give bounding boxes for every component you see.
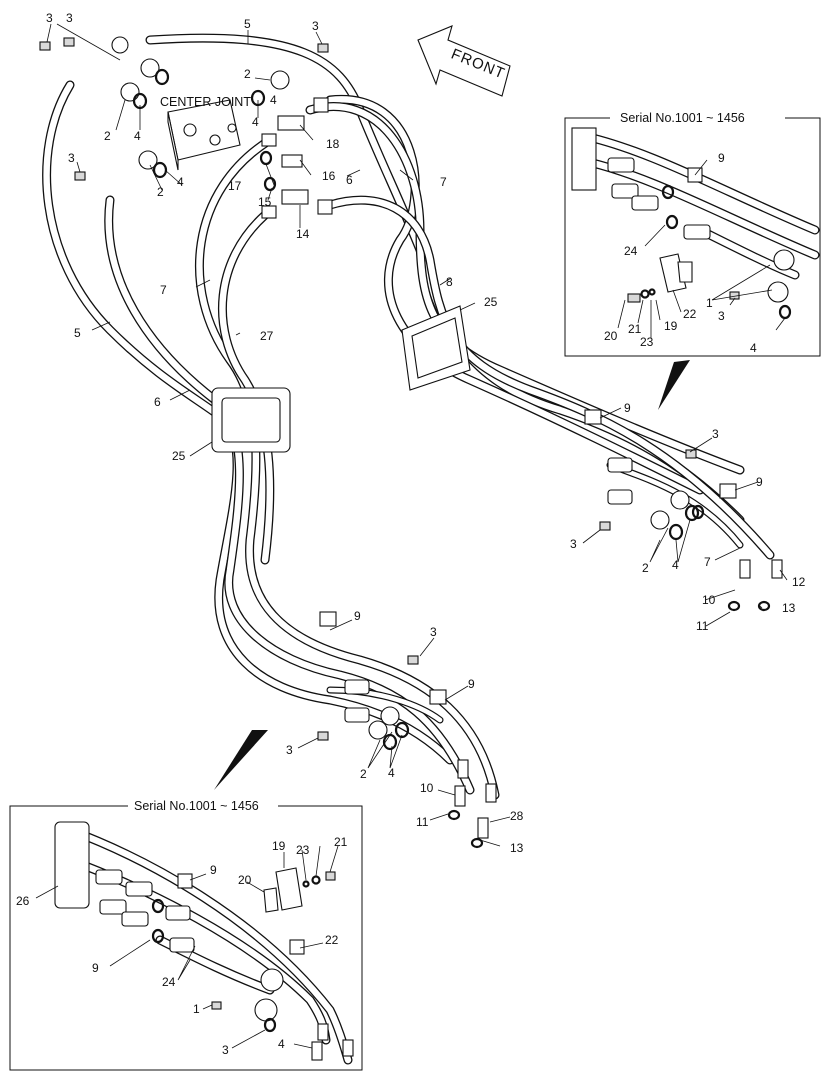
part-label: 2 [244,67,251,81]
part-label: 25 [484,295,498,309]
part-label: 11 [416,815,429,829]
part-label: 21 [628,322,642,336]
part-label: 20 [238,873,252,887]
part-label: 19 [664,319,678,333]
bolts [39,37,697,741]
part-label: 9 [756,475,763,489]
part-label: 3 [222,1043,229,1057]
part-label: 13 [782,601,796,615]
part-label: 4 [252,115,259,129]
part-label: 28 [510,809,524,823]
clamp-25-left [211,387,291,453]
part-label: 10 [420,781,434,795]
inset-top: Serial No.1001 ~ 1456 [564,110,821,357]
part-label: 7 [704,555,711,569]
clamp-25-right [401,305,471,391]
part-label: 4 [672,558,679,572]
part-label: 16 [322,169,336,183]
part-label: 9 [718,151,725,165]
part-label: 4 [388,766,395,780]
part-label: 9 [92,961,99,975]
part-label: 12 [792,575,806,589]
center-joint [167,99,241,171]
part-label: 6 [154,395,161,409]
part-label: 27 [260,329,274,343]
part-label: 3 [66,11,73,25]
part-label: 17 [228,179,242,193]
part-label: 5 [244,17,251,31]
lower-fittings [319,611,497,849]
inset-bottom-title: Serial No.1001 ~ 1456 [134,799,259,813]
part-label: 24 [162,975,176,989]
part-label: 1 [706,296,713,310]
part-label: 10 [702,593,716,607]
part-label: 2 [360,767,367,781]
inset-top-hoses [571,127,820,320]
part-label: 3 [570,537,577,551]
leader-lines [35,23,788,1049]
right-lower-fittings [584,409,783,612]
part-label: 4 [177,175,184,189]
part-label: 3 [430,625,437,639]
part-label: 22 [683,307,697,321]
part-label: 9 [210,863,217,877]
part-label: 3 [312,19,319,33]
part-label: 26 [16,894,30,908]
part-label: 9 [624,401,631,415]
part-label: 21 [334,835,348,849]
part-label: 9 [354,609,361,623]
part-label: 7 [440,175,447,189]
part-label: 22 [325,933,339,947]
part-label: 4 [270,93,277,107]
part-label: 3 [46,11,53,25]
pointer-triangle-lower [214,730,268,790]
inset-top-title: Serial No.1001 ~ 1456 [620,111,745,125]
part-label: 23 [640,335,654,349]
part-label: 4 [134,129,141,143]
part-label: 4 [278,1037,285,1051]
pointer-triangle-upper [658,360,690,410]
part-label: 18 [326,137,340,151]
part-label: 7 [160,283,167,297]
part-label: 13 [510,841,524,855]
part-label: 15 [258,195,272,209]
inset-bottom-hoses [54,821,354,1065]
inset-bottom: Serial No.1001 ~ 1456 [9,798,363,1071]
part-label: 2 [157,185,164,199]
part-label: 25 [172,449,186,463]
part-label: 4 [750,341,757,355]
part-label: 1 [193,1002,200,1016]
part-label: 5 [74,326,81,340]
part-label: 2 [642,561,649,575]
part-label: 23 [296,843,310,857]
upper-fittings [111,36,333,219]
center-joint-label: CENTER JOINT [160,95,251,109]
part-label: 8 [446,275,453,289]
part-label: 3 [718,309,725,323]
part-label: 19 [272,839,286,853]
part-label: 2 [104,129,111,143]
part-label: 3 [712,427,719,441]
part-label: 14 [296,227,310,241]
part-label: 24 [624,244,638,258]
part-label: 9 [468,677,475,691]
part-label: 11 [696,619,709,633]
part-label: 3 [286,743,293,757]
front-arrow-icon: FRONT [417,25,511,97]
part-label: 6 [346,173,353,187]
part-label: 3 [68,151,75,165]
part-label: 20 [604,329,618,343]
